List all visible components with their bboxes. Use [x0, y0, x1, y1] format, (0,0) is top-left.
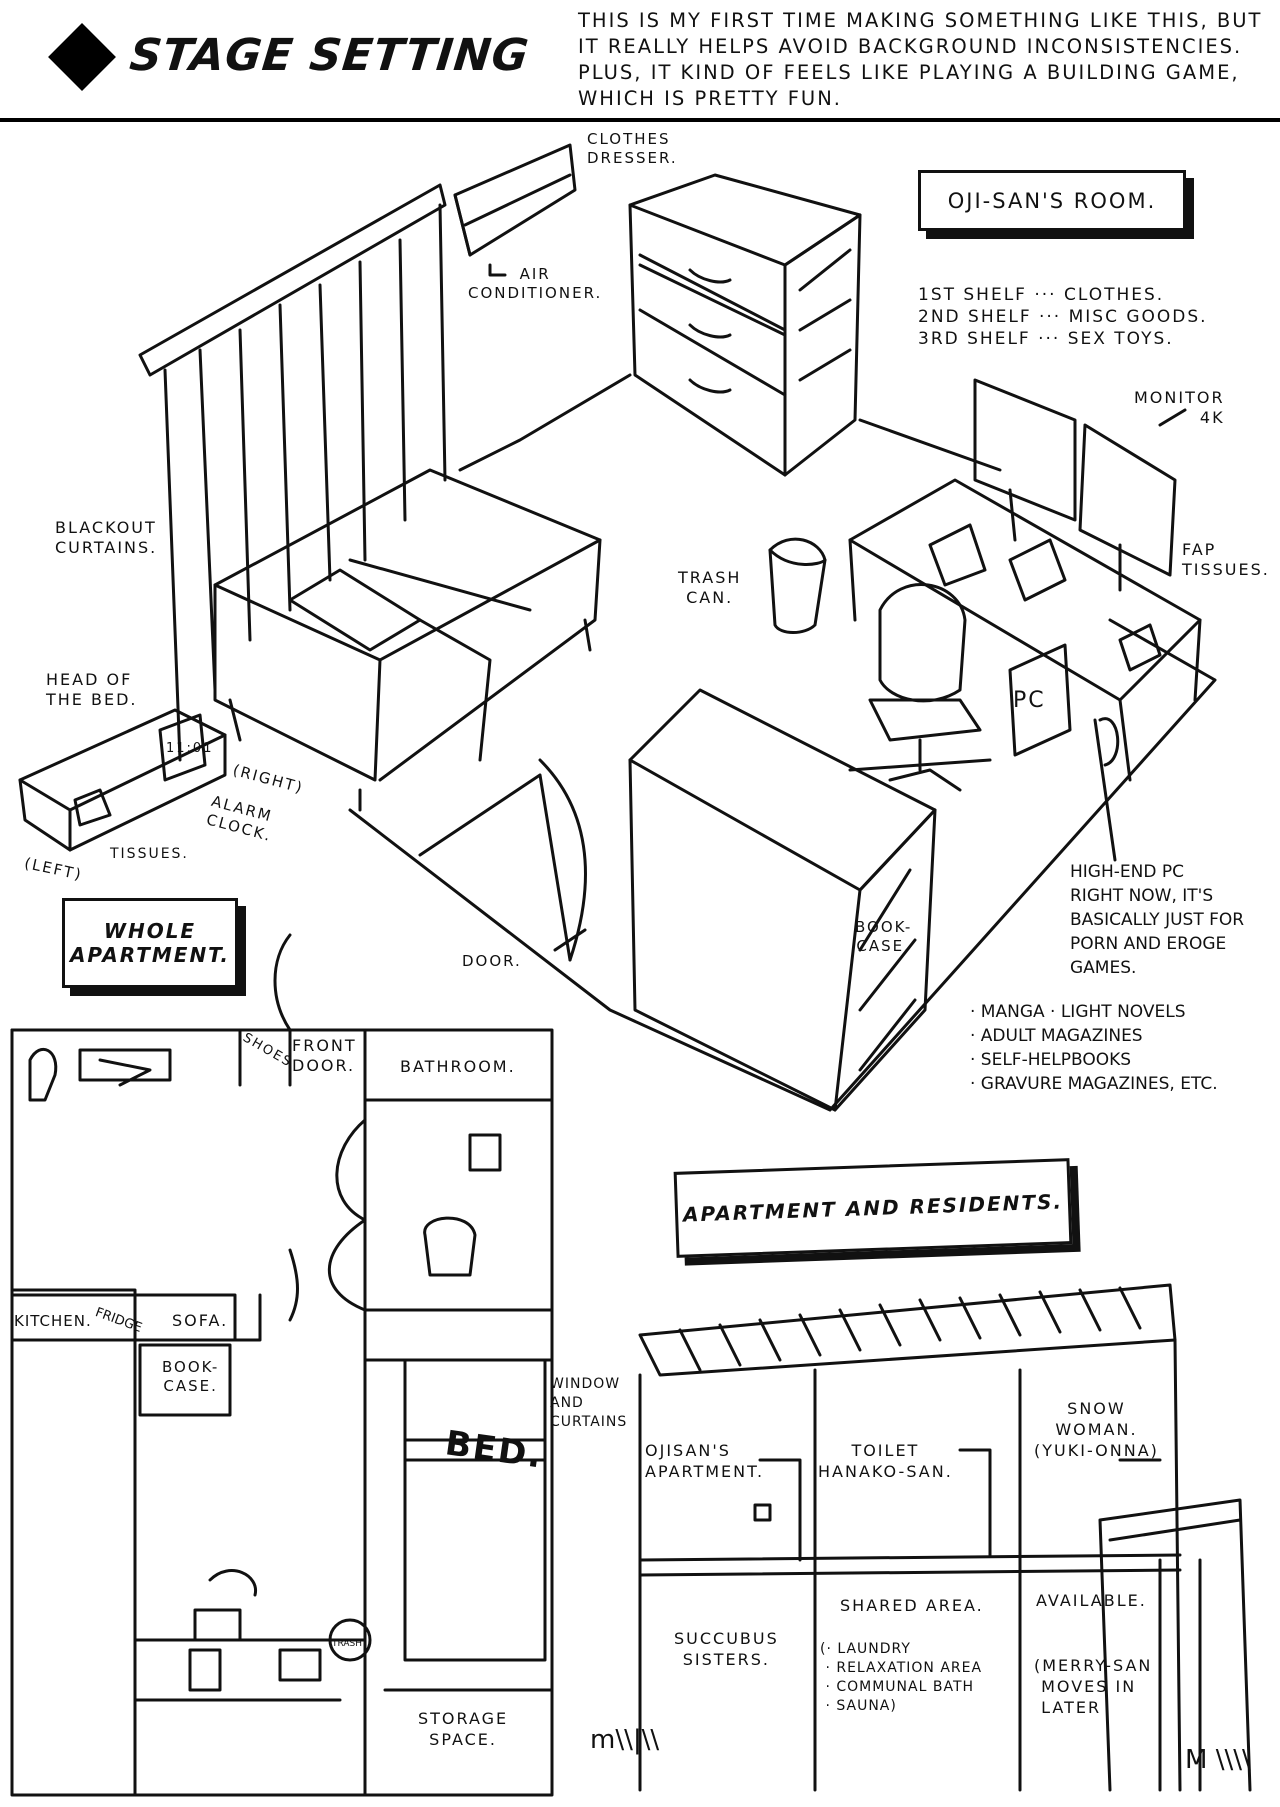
label-bookcase: BOOK- CASE. — [855, 918, 913, 955]
label-sofa: SOFA. — [172, 1311, 229, 1330]
dresser-drawing — [628, 173, 862, 477]
label-blackout-curtains: BLACKOUT CURTAINS. — [55, 518, 158, 557]
label-storage: STORAGE SPACE. — [418, 1709, 509, 1749]
residents-title: APARTMENT AND RESIDENTS. — [682, 1189, 1064, 1227]
label-tissues: TISSUES. — [110, 846, 189, 862]
signature-right: M \\\\ — [1185, 1745, 1251, 1775]
desk-drawing — [848, 378, 1202, 782]
floor-plan-drawing — [10, 933, 554, 1797]
door-drawing — [418, 758, 587, 962]
label-ojisan-apartment: OJISAN'S APARTMENT. — [645, 1441, 765, 1481]
room-title-box: OJI-SAN'S ROOM. — [918, 170, 1186, 231]
label-front-door: FRONT DOOR. — [292, 1036, 357, 1075]
label-window-curtains: WINDOW AND CURTAINS — [550, 1376, 628, 1430]
label-bookcase-contents: · MANGA · LIGHT NOVELS · ADULT MAGAZINES… — [970, 1002, 1218, 1094]
label-merry-san: (MERRY-SAN MOVES IN LATER — [1034, 1656, 1153, 1717]
label-clothes-dresser: CLOTHES DRESSER. — [587, 130, 678, 167]
label-clock-time: 11:01 — [166, 741, 214, 756]
label-pc: PC — [1013, 688, 1046, 713]
trash-can-drawing — [768, 537, 827, 634]
label-door: DOOR. — [462, 952, 522, 970]
label-head-of-bed: HEAD OF THE BED. — [46, 670, 138, 709]
label-kitchen: KITCHEN. — [14, 1312, 92, 1330]
label-trash-can: TRASH CAN. — [678, 568, 742, 607]
room-title: OJI-SAN'S ROOM. — [947, 188, 1157, 213]
apartment-building-drawing — [638, 1283, 1252, 1792]
label-shelves: 1ST SHELF ··· CLOTHES. 2ND SHELF ··· MIS… — [918, 285, 1208, 349]
bookcase-drawing — [628, 688, 937, 1112]
header-divider — [0, 118, 1280, 122]
label-toilet-hanako: TOILET HANAKO-SAN. — [818, 1441, 953, 1481]
room-floor-outline — [348, 373, 1217, 1112]
signature-left: m\\|\\ — [590, 1725, 660, 1755]
residents-box: APARTMENT AND RESIDENTS. — [673, 1158, 1073, 1258]
label-fap-tissues: FAP TISSUES. — [1182, 540, 1270, 579]
label-fp-bookcase: BOOK- CASE. — [162, 1358, 220, 1395]
chair-drawing — [848, 583, 992, 792]
label-snow-woman: SNOW WOMAN. (YUKI-ONNA) — [1034, 1399, 1159, 1460]
label-monitor: MONITOR 4K — [1134, 388, 1225, 427]
label-available: AVAILABLE. — [1036, 1591, 1147, 1610]
label-air-conditioner: AIR CONDITIONER. — [468, 265, 603, 302]
whole-apartment-title: WHOLE APARTMENT. — [69, 919, 231, 967]
label-shared-list: (· LAUNDRY · RELAXATION AREA · COMMUNAL … — [820, 1641, 983, 1714]
whole-apartment-box: WHOLE APARTMENT. — [62, 898, 238, 988]
bed-drawing — [213, 468, 602, 812]
bedside-shelf-drawing — [18, 708, 227, 852]
label-succubus: SUCCUBUS SISTERS. — [674, 1629, 779, 1669]
label-trash: TRASH — [332, 1639, 363, 1649]
curtain-drawing — [138, 183, 447, 762]
author-note: THIS IS MY FIRST TIME MAKING SOMETHING L… — [578, 9, 1263, 110]
label-shared-area: SHARED AREA. — [840, 1596, 984, 1615]
label-high-end-pc: HIGH-END PC RIGHT NOW, IT'S BASICALLY JU… — [1070, 862, 1245, 978]
air-conditioner-drawing — [453, 143, 577, 277]
label-bathroom: BATHROOM. — [400, 1057, 516, 1076]
